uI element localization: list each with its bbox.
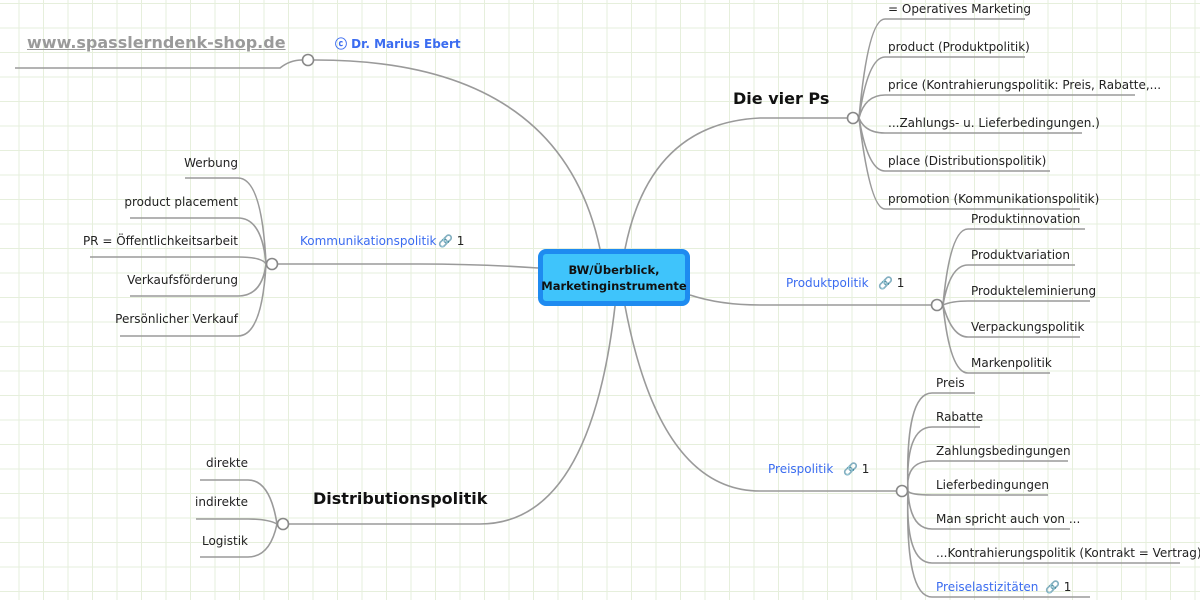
link-icon: 🔗	[438, 234, 453, 248]
link-count[interactable]: 🔗 1	[438, 234, 464, 248]
link-count-value: 1	[456, 234, 465, 248]
list-item[interactable]: Lieferbedingungen	[936, 478, 1049, 492]
list-item[interactable]: direkte	[205, 456, 248, 470]
list-item[interactable]: ...Zahlungs- u. Lieferbedingungen.)	[888, 116, 1100, 130]
center-line1: BW/Überblick,	[568, 262, 660, 277]
node-circle[interactable]	[276, 517, 290, 531]
link-icon: 🔗	[878, 276, 893, 290]
list-item[interactable]: Zahlungsbedingungen	[936, 444, 1071, 458]
topic-preiselastizitaeten[interactable]: Preiselastizitäten	[936, 580, 1039, 594]
list-item[interactable]: Markenpolitik	[971, 356, 1052, 370]
node-circle[interactable]	[895, 484, 909, 498]
list-item[interactable]: Werbung	[184, 156, 238, 170]
list-item[interactable]: product placement	[124, 195, 238, 209]
node-circle[interactable]	[930, 298, 944, 312]
list-item[interactable]: Preis	[936, 376, 965, 390]
website-link[interactable]: www.spasslerndenk-shop.de	[27, 33, 286, 52]
list-item[interactable]: price (Kontrahierungspolitik: Preis, Rab…	[888, 78, 1162, 92]
list-item[interactable]: ...Kontrahierungspolitik (Kontrakt = Ver…	[936, 546, 1200, 560]
topic-kommunikationspolitik[interactable]: Kommunikationspolitik	[300, 234, 437, 248]
topic-die-vier-ps[interactable]: Die vier Ps	[733, 89, 830, 108]
link-count[interactable]: 🔗 1	[878, 276, 904, 290]
list-item[interactable]: Verpackungspolitik	[971, 320, 1085, 334]
author-label: ⓒ Dr. Marius Ebert	[335, 37, 461, 51]
list-item[interactable]: Rabatte	[936, 410, 984, 424]
list-item[interactable]: Logistik	[201, 534, 248, 548]
list-item[interactable]: product (Produktpolitik)	[888, 40, 1030, 54]
topic-distributionspolitik[interactable]: Distributionspolitik	[313, 489, 488, 508]
node-circle[interactable]	[301, 53, 315, 67]
link-icon: 🔗	[843, 462, 858, 476]
central-topic[interactable]: BW/Überblick,Marketinginstrumente	[538, 249, 690, 306]
list-item[interactable]: promotion (Kommunikationspolitik)	[888, 192, 1100, 206]
list-item[interactable]: Produkteleminierung	[971, 284, 1097, 298]
list-item[interactable]: Verkaufsförderung	[127, 273, 238, 287]
topic-preispolitik[interactable]: Preispolitik	[768, 462, 834, 476]
node-circle[interactable]	[265, 257, 279, 271]
list-item[interactable]: place (Distributionspolitik)	[888, 154, 1047, 168]
list-item[interactable]: Produktinnovation	[971, 212, 1081, 226]
link-count-value: 1	[861, 462, 870, 476]
list-item[interactable]: = Operatives Marketing	[888, 2, 1031, 16]
link-count-value: 1	[1063, 580, 1072, 594]
list-item[interactable]: Produktvariation	[971, 248, 1070, 262]
link-count[interactable]: 🔗 1	[843, 462, 869, 476]
list-item[interactable]: Persönlicher Verkauf	[115, 312, 238, 326]
center-line2: Marketinginstrumente	[541, 278, 687, 293]
list-item[interactable]: Man spricht auch von ...	[936, 512, 1081, 526]
list-item[interactable]: PR = Öffentlichkeitsarbeit	[82, 234, 238, 248]
link-icon: 🔗	[1045, 580, 1060, 594]
topic-produktpolitik[interactable]: Produktpolitik	[786, 276, 869, 290]
node-circle[interactable]	[846, 111, 860, 125]
link-count[interactable]: 🔗 1	[1045, 580, 1071, 594]
link-count-value: 1	[896, 276, 905, 290]
list-item[interactable]: indirekte	[195, 495, 248, 509]
